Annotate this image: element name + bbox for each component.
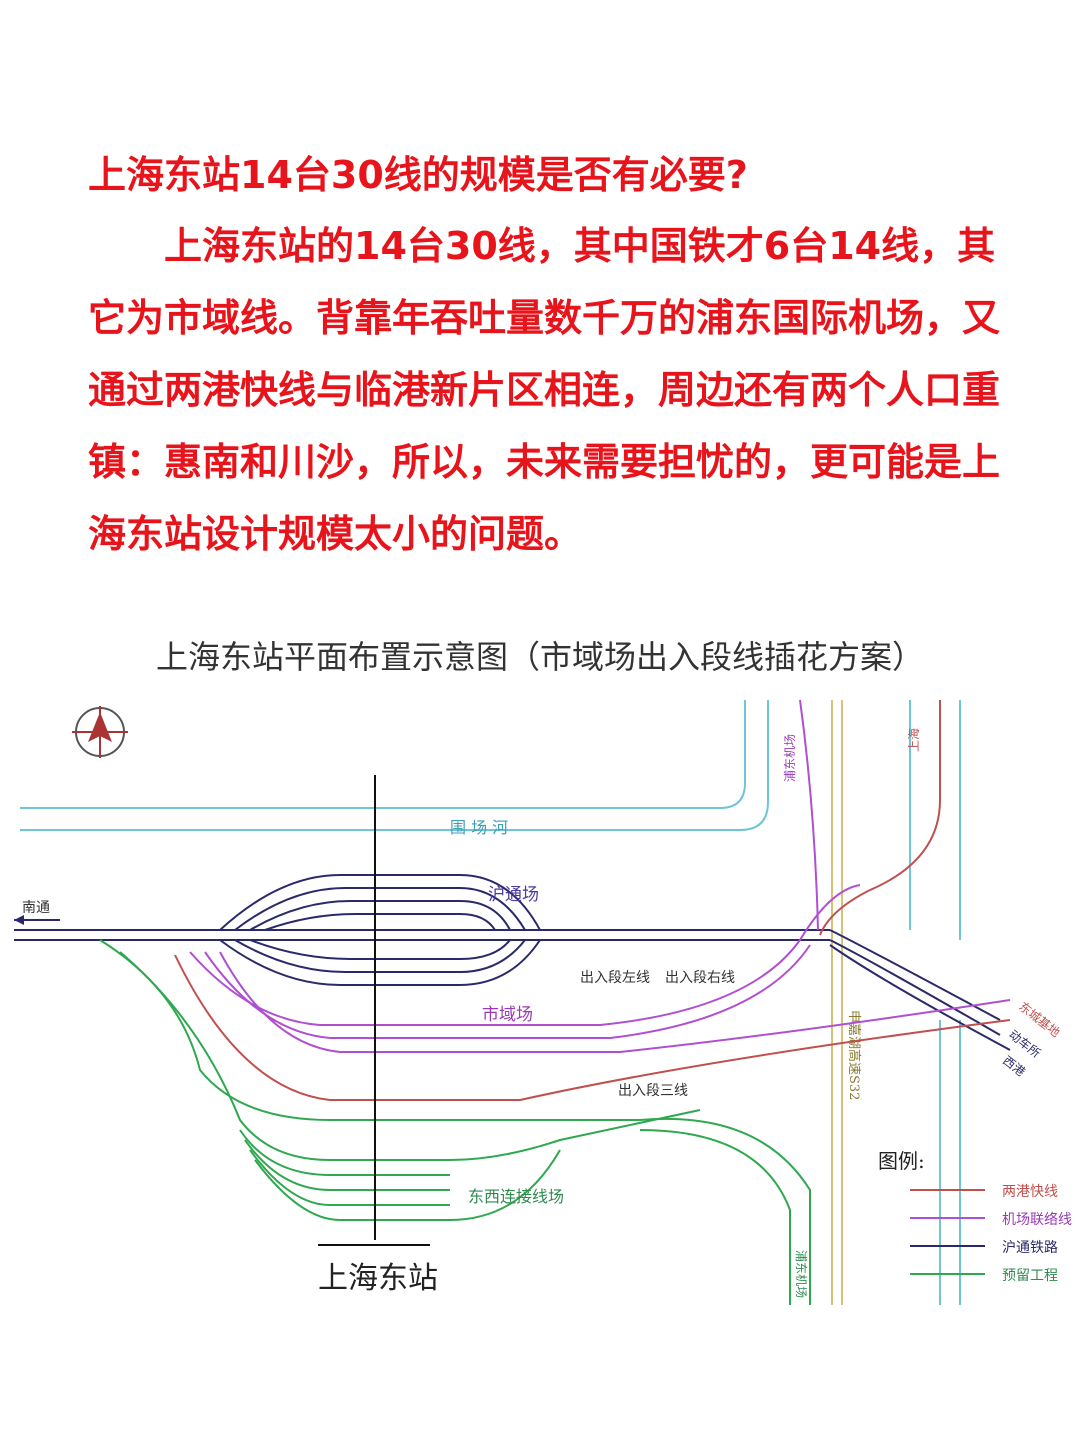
- body-paragraph: 上海东站的14台30线，其中国铁才6台14线，其它为市域线。背靠年吞吐量数千万的…: [88, 224, 1001, 556]
- legend-label: 预留工程: [1002, 1268, 1058, 1284]
- two-port-express: [174, 700, 1011, 1101]
- east-west-yard-label: 东西连接线场: [468, 1187, 564, 1206]
- legend-item: 沪通铁路: [910, 1240, 1058, 1256]
- exit-right-label: 出入段右线: [665, 970, 735, 986]
- road: [831, 700, 843, 1305]
- river-lines: [20, 700, 961, 1305]
- hutong-yard-label: 沪通场: [488, 885, 539, 905]
- diagram-title: 上海东站平面布置示意图（市域场出入段线插花方案）: [155, 638, 924, 676]
- legend-item: 预留工程: [910, 1268, 1058, 1284]
- airport-link: [189, 699, 1011, 1053]
- right-port-label: 西港: [1000, 1053, 1028, 1079]
- east-west-yard: [99, 939, 811, 1305]
- legend-item: 机场联络线: [910, 1212, 1072, 1228]
- hutong-yard: [219, 874, 541, 986]
- exit-left-label: 出入段左线: [580, 970, 650, 986]
- river-label: 围 场 河: [450, 818, 508, 837]
- legend-item: 两港快线: [910, 1184, 1058, 1200]
- top-airport-label: 浦东机场: [783, 734, 797, 782]
- legend-title: 图例:: [878, 1149, 925, 1173]
- compass-icon: [72, 706, 128, 758]
- legend-label: 两港快线: [1002, 1184, 1058, 1200]
- legend-label: 机场联络线: [1002, 1212, 1072, 1228]
- legend: 图例: 两港快线 机场联络线 沪通铁路 预留工程: [878, 1149, 1072, 1284]
- suburban-yard-label: 市域场: [482, 1005, 533, 1025]
- bottom-airport-label: 浦东机场: [794, 1250, 808, 1298]
- headline: 上海东站14台30线的规模是否有必要?: [88, 153, 748, 197]
- top-shanghai-label: 上海: [906, 728, 921, 752]
- exit-third-label: 出入段三线: [618, 1083, 688, 1099]
- station-label: 上海东站: [318, 1261, 438, 1296]
- south-label: 南通: [22, 900, 50, 916]
- south-arrow: [14, 915, 60, 925]
- text-block: 上海东站14台30线的规模是否有必要? 上海东站的14台30线，其中国铁才6台1…: [88, 140, 1008, 570]
- road-label: 申嘉湖高速S32: [846, 1010, 862, 1100]
- station-layout-diagram: 围 场 河 申嘉湖高速S32 沪通场 市域场: [14, 699, 1072, 1305]
- legend-label: 沪通铁路: [1002, 1240, 1058, 1256]
- main-line: [14, 929, 1011, 1051]
